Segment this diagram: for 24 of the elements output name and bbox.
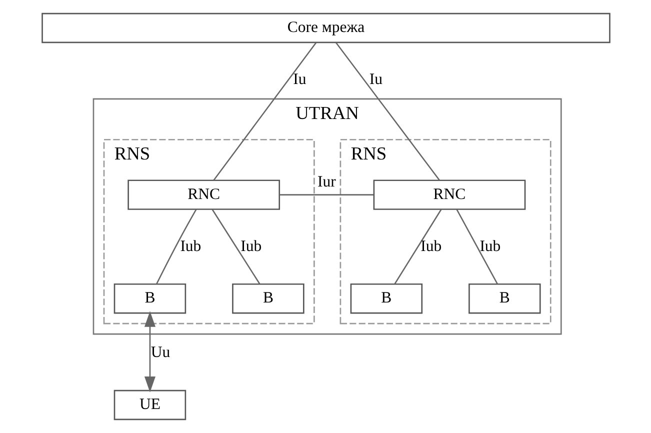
node-box: RNC (127, 180, 280, 210)
connector (211, 209, 260, 284)
connector (456, 209, 498, 284)
connector (394, 209, 442, 284)
node-box: Core мрежа (41, 12, 610, 44)
connector (212, 42, 316, 181)
edge-label: Iu (368, 70, 382, 88)
edge-label: Iu (292, 70, 306, 88)
edge-label: Iur (316, 173, 336, 190)
arrow (144, 311, 155, 392)
node-box: B (232, 284, 304, 314)
connector (335, 42, 440, 181)
node-box: RNC (372, 180, 526, 210)
edge-label: Iub (240, 238, 262, 255)
node-box: B (113, 284, 186, 314)
node-box: UE (113, 390, 186, 420)
node-box: B (468, 284, 540, 314)
connector (155, 208, 196, 284)
edge-label: Iub (420, 238, 442, 255)
edge-label: Iub (479, 238, 500, 255)
node-box: B (350, 284, 422, 314)
edge-label: Uu (150, 344, 170, 362)
connector (279, 194, 374, 196)
edge-label: Iub (180, 238, 201, 255)
